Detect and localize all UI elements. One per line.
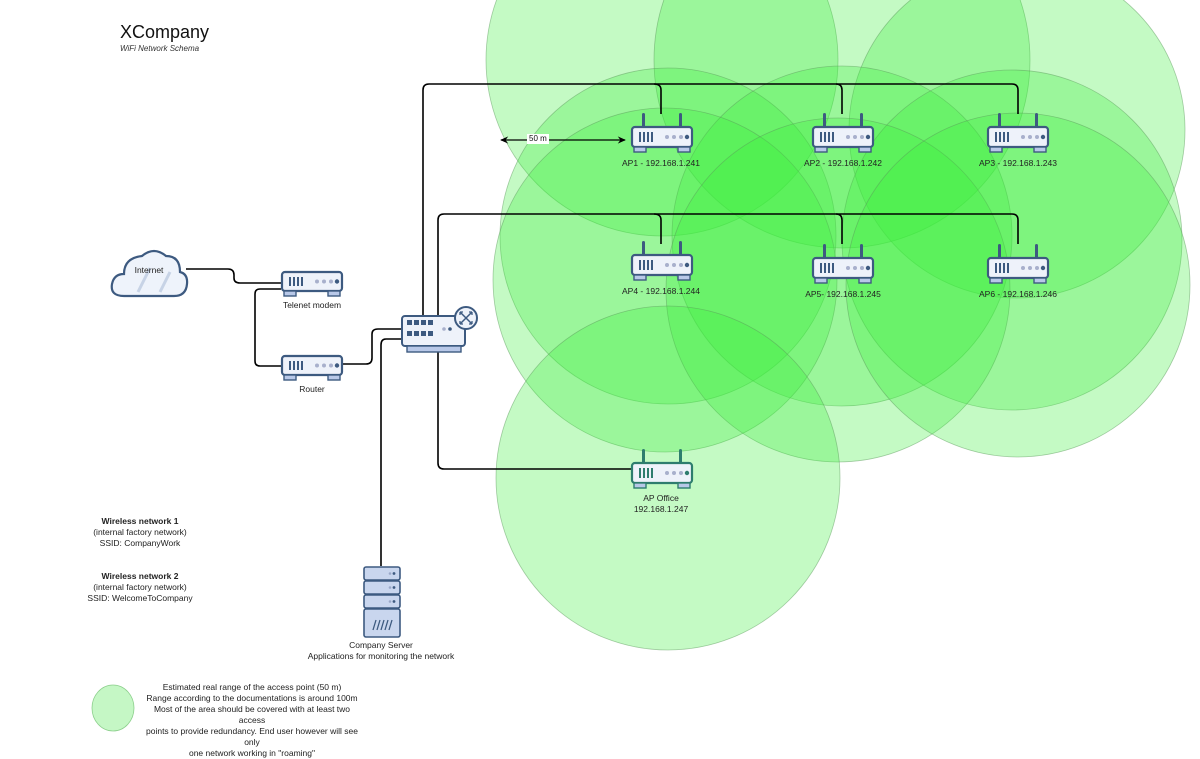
- link-switch-lower-row: [437, 213, 843, 316]
- legend-line: Range according to the documentations is…: [146, 693, 358, 703]
- legend-coverage-swatch: [91, 684, 135, 732]
- wireless-network-1-note: (internal factory network): [93, 527, 187, 537]
- modem-icon[interactable]: [280, 270, 344, 298]
- diagram-subtitle: WiFi Network Schema: [120, 44, 200, 53]
- link-lower-ap6: [836, 213, 1019, 244]
- legend-line: points to provide redundancy. End user h…: [146, 726, 358, 747]
- coverage-areas: [485, 0, 1191, 651]
- server-description: Applications for monitoring the network: [307, 651, 455, 661]
- ap-office-label: AP Office: [643, 493, 679, 503]
- wireless-network-1: Wireless network 1 (internal factory net…: [93, 516, 187, 549]
- link-router-switch: [343, 328, 402, 365]
- legend-line: Estimated real range of the access point…: [162, 682, 342, 692]
- router-icon[interactable]: [280, 354, 344, 382]
- ap2-label: AP2 - 192.168.1.242: [804, 158, 882, 168]
- link-switch-upper-row: [422, 83, 843, 316]
- link-switch-office: [437, 350, 632, 470]
- coverage-ap4: [492, 107, 838, 453]
- ap6-label: AP6 - 192.168.1.246: [979, 289, 1057, 299]
- link-upper-ap3: [836, 83, 1019, 114]
- network-switch-icon[interactable]: [401, 306, 478, 353]
- wireless-network-2-ssid: SSID: WelcomeToCompany: [87, 593, 193, 603]
- network-links: [186, 83, 1019, 566]
- ap3-label: AP3 - 192.168.1.243: [979, 158, 1057, 168]
- wireless-network-2: Wireless network 2 (internal factory net…: [87, 571, 192, 604]
- coverage-big-1: [485, 0, 839, 237]
- internet-label: Internet: [134, 265, 164, 275]
- coverage-ap5: [665, 117, 1011, 463]
- link-internet-modem: [186, 268, 281, 284]
- coverage-ap1: [499, 67, 837, 405]
- legend-line: Most of the area should be covered with …: [153, 704, 351, 725]
- router-label: Router: [299, 384, 325, 394]
- wireless-network-1-ssid: SSID: CompanyWork: [99, 538, 181, 548]
- server-name: Company Server: [349, 640, 413, 650]
- wireless-network-2-note: (internal factory network): [93, 582, 187, 592]
- link-switch-server: [380, 338, 402, 566]
- distance-label: 50 m: [527, 134, 549, 144]
- link-upper-ap1: [653, 83, 662, 114]
- wireless-network-1-title: Wireless network 1: [101, 516, 179, 526]
- link-modem-router: [254, 288, 281, 367]
- wireless-network-2-title: Wireless network 2: [101, 571, 179, 581]
- ap1-label: AP1 - 192.168.1.241: [622, 158, 700, 168]
- ap5-label: AP5- 192.168.1.245: [805, 289, 881, 299]
- ap-office-ip: 192.168.1.247: [633, 504, 689, 514]
- ap4-label: AP4 - 192.168.1.244: [622, 286, 700, 296]
- diagram-title: XCompany: [120, 22, 210, 42]
- cloud-icon[interactable]: [110, 249, 189, 298]
- modem-label: Telenet modem: [282, 300, 342, 310]
- legend-text: Estimated real range of the access point…: [142, 682, 362, 759]
- server-icon[interactable]: [363, 566, 401, 638]
- link-lower-ap4: [653, 213, 662, 244]
